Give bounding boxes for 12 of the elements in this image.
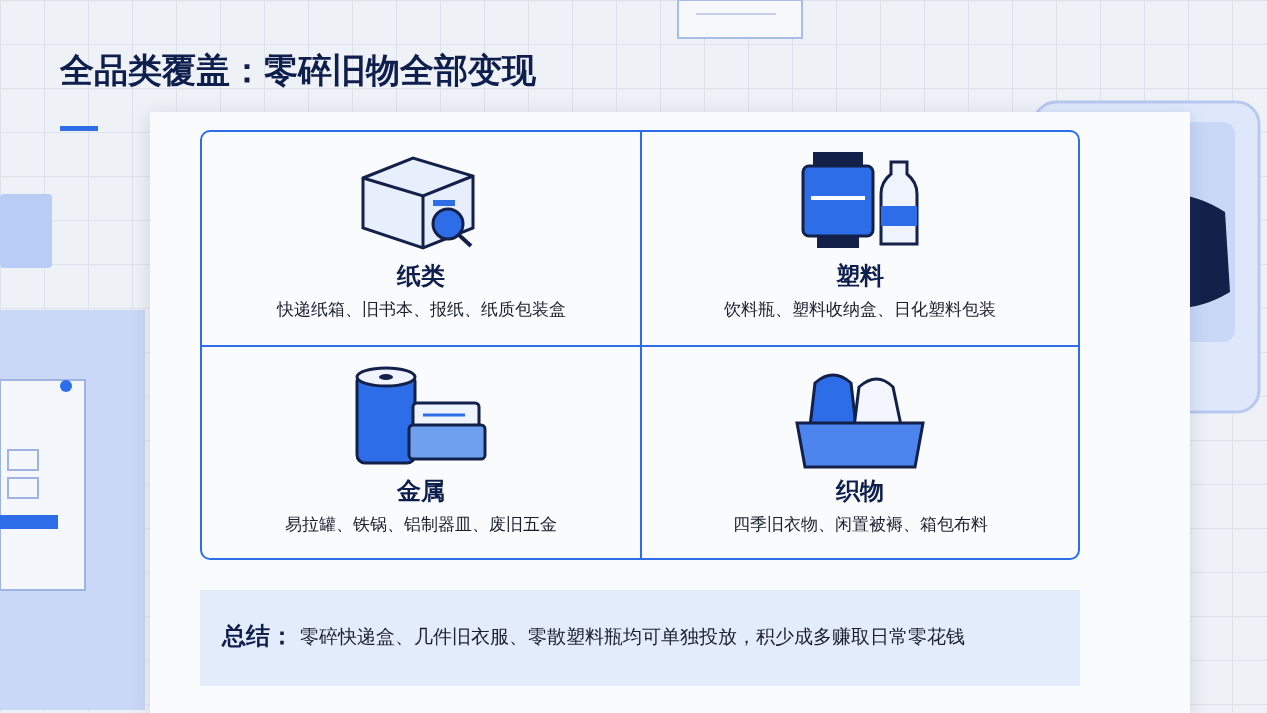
summary-heading: 总结： [222, 621, 294, 652]
category-heading: 塑料 [835, 261, 885, 292]
category-panel [640, 345, 1078, 558]
category-description: 饮料瓶、塑料收纳盒、日化塑料包装 [723, 298, 997, 321]
category-heading: 织物 [834, 476, 885, 507]
category-description: 快递纸箱、旧书本、报纸、纸质包装盒 [275, 298, 567, 321]
category-description: 四季旧衣物、闲置被褥、箱包布料 [731, 513, 989, 536]
category-heading: 金属 [396, 476, 446, 507]
category-heading: 纸类 [395, 261, 446, 292]
category-description: 易拉罐、铁锅、铝制器皿、废旧五金 [284, 513, 558, 536]
summary-text: 零碎快递盒、几件旧衣服、零散塑料瓶均可单独投放，积少成多赚取日常零花钱 [300, 624, 966, 649]
title: 全品类覆盖：零碎旧物全部变现 [60, 49, 536, 92]
